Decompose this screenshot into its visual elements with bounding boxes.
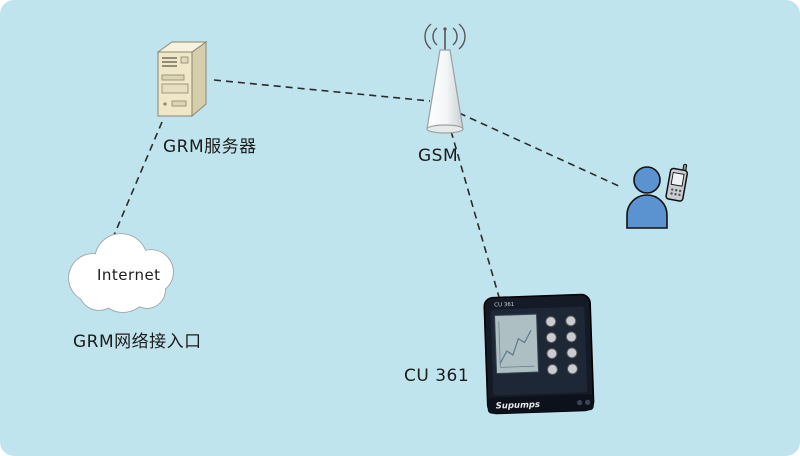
connector-server-gsm [213, 79, 431, 102]
user-phone-icon [626, 163, 689, 229]
server-node [150, 38, 220, 127]
internet-node [55, 228, 195, 327]
internet-cloud-icon [68, 233, 174, 313]
gsm-node [415, 22, 485, 144]
gsm-label: GSM [418, 146, 459, 166]
server-icon [156, 41, 208, 118]
user-node [615, 158, 705, 240]
controller-label: CU 361 [404, 366, 470, 386]
server-label: GRM服务器 [163, 137, 257, 157]
gsm-antenna-icon [424, 23, 466, 134]
internet-caption: GRM网络接入口 [73, 332, 202, 352]
controller-panel-text: CU 361 [494, 302, 514, 309]
connector-server-internet [111, 121, 163, 241]
controller-icon: CU 361 Supumps [483, 293, 595, 415]
connector-gsm-user [458, 112, 622, 188]
controller-brand: Supumps [496, 400, 541, 412]
connector-gsm-controller [450, 130, 500, 298]
controller-node: CU 361 Supumps [480, 290, 599, 423]
internet-label: Internet [97, 266, 161, 284]
